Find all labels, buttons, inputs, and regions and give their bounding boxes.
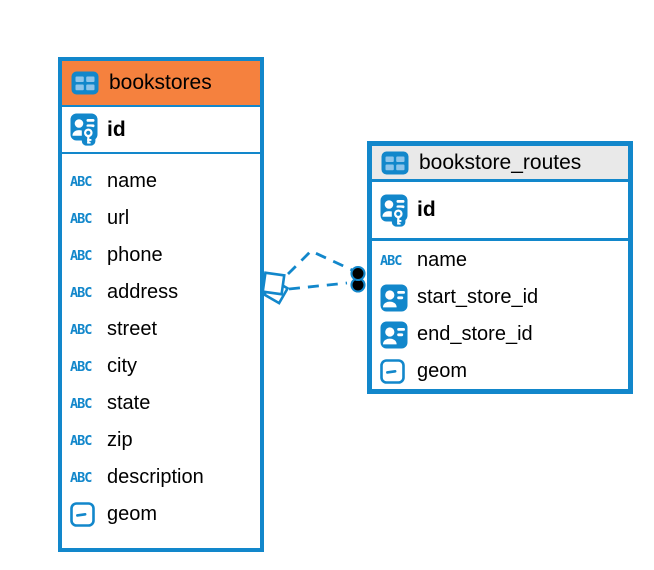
field-label: description: [107, 466, 204, 488]
field-row-address[interactable]: ABC address: [62, 274, 260, 311]
field-row-id[interactable]: id: [62, 107, 260, 152]
field-row-street[interactable]: ABC street: [62, 311, 260, 348]
primary-key-divider: [62, 152, 260, 154]
primary-key-divider: [372, 238, 628, 241]
field-label: phone: [107, 244, 163, 266]
text-type-icon: ABC: [70, 469, 92, 486]
entity-table-bookstore-routes[interactable]: bookstore_routes id ABC name start_store_i…: [367, 141, 633, 394]
primary-key-field-label: id: [417, 198, 436, 221]
relationship-source-marker[interactable]: [261, 271, 290, 305]
field-label: name: [107, 170, 158, 192]
field-row-description[interactable]: ABC description: [62, 459, 260, 496]
table-header[interactable]: bookstore_routes: [372, 146, 628, 179]
table-header[interactable]: bookstores: [62, 61, 260, 105]
field-label: end_store_id: [417, 323, 533, 345]
field-row-name[interactable]: ABC name: [62, 163, 260, 200]
field-row-state[interactable]: ABC state: [62, 385, 260, 422]
table-title: bookstore_routes: [419, 150, 582, 174]
field-row-name[interactable]: ABC name: [372, 242, 628, 279]
field-label: zip: [107, 429, 133, 451]
field-label: name: [417, 249, 468, 271]
table-title: bookstores: [109, 71, 212, 94]
header-divider: [372, 179, 628, 182]
geometry-type-icon: [380, 359, 410, 384]
field-row-url[interactable]: ABC url: [62, 200, 260, 237]
text-type-icon: ABC: [70, 284, 92, 301]
field-row-start_store_id[interactable]: start_store_id: [372, 279, 628, 316]
field-row-zip[interactable]: ABC zip: [62, 422, 260, 459]
text-type-icon: ABC: [70, 321, 92, 338]
user-id-key-icon: [70, 113, 100, 146]
text-type-icon: ABC: [70, 432, 92, 449]
field-row-phone[interactable]: ABC phone: [62, 237, 260, 274]
source-marker-square-front: [261, 271, 286, 296]
relationship-endpoint-dot-upper[interactable]: [350, 265, 366, 282]
user-id-key-icon: [380, 194, 410, 227]
field-label: street: [107, 318, 158, 340]
field-label: url: [107, 207, 130, 229]
user-reference-icon: [380, 284, 410, 312]
field-row-city[interactable]: ABC city: [62, 348, 260, 385]
field-row-id[interactable]: id: [372, 182, 628, 238]
relationship-line-lower[interactable]: [288, 281, 348, 291]
field-label: start_store_id: [417, 286, 539, 308]
header-divider: [62, 105, 260, 107]
text-type-icon: ABC: [70, 358, 92, 375]
text-type-icon: ABC: [70, 247, 92, 264]
text-type-icon: ABC: [380, 252, 402, 269]
geometry-type-icon: [70, 502, 100, 527]
field-label: geom: [417, 360, 468, 382]
field-row-geom[interactable]: geom: [62, 496, 260, 533]
primary-key-field-label: id: [107, 117, 126, 141]
field-label: state: [107, 392, 151, 414]
field-row-end_store_id[interactable]: end_store_id: [372, 316, 628, 353]
table-icon: [381, 151, 411, 175]
field-label: geom: [107, 503, 158, 525]
text-type-icon: ABC: [70, 173, 92, 190]
text-type-icon: ABC: [70, 210, 92, 227]
relationship-line-upper[interactable]: [287, 249, 353, 275]
field-label: address: [107, 281, 179, 303]
text-type-icon: ABC: [70, 395, 92, 412]
field-label: city: [107, 355, 137, 377]
table-icon: [71, 71, 101, 95]
field-row-geom[interactable]: geom: [372, 353, 628, 390]
user-reference-icon: [380, 321, 410, 349]
